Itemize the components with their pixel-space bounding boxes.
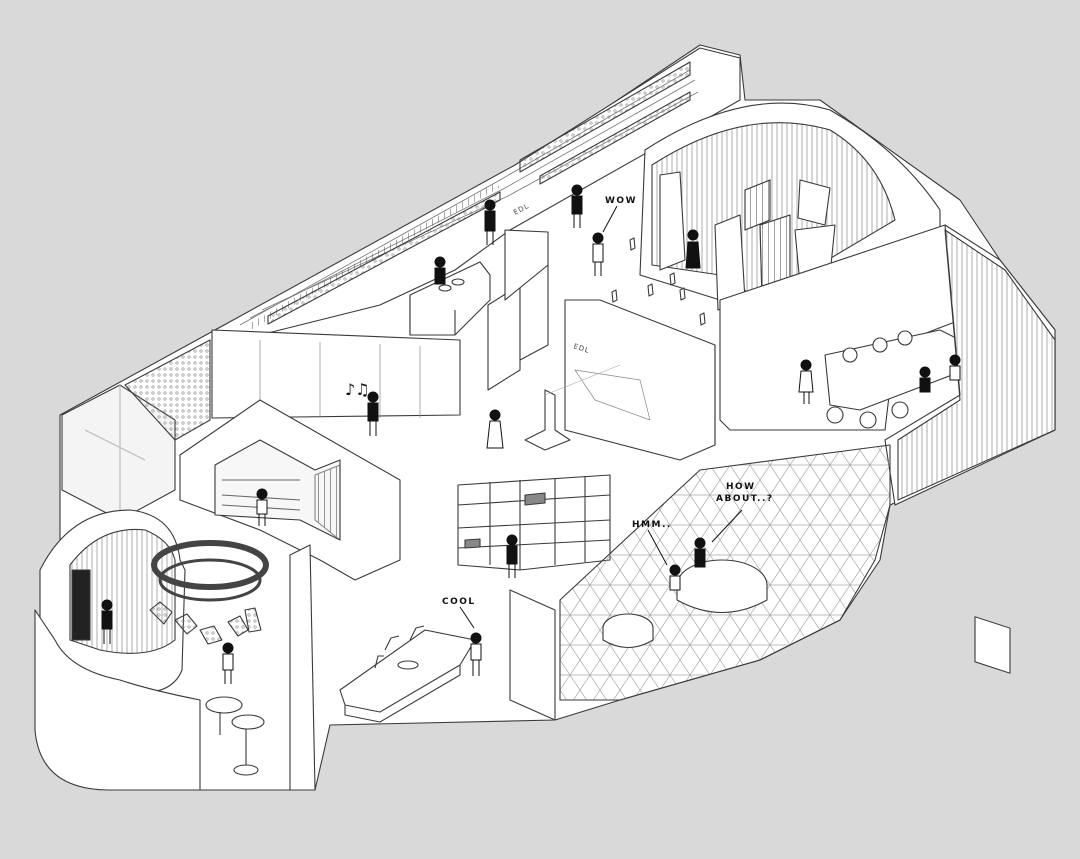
person-figure (367, 391, 379, 436)
stools (205, 696, 265, 776)
person-figure (506, 534, 518, 578)
music-notes: ♪♫ (345, 380, 370, 399)
lounge-area (559, 444, 891, 701)
back-shelving-wall (214, 47, 741, 336)
person-figure (798, 359, 814, 404)
pod-divider-wall (289, 544, 316, 791)
people (101, 184, 961, 684)
speech-wow: WOW (605, 196, 637, 206)
person-figure (101, 599, 113, 644)
person-figure (685, 229, 701, 269)
house-module (179, 399, 401, 581)
right-slat-wall (884, 224, 1056, 674)
person-figure (222, 642, 234, 684)
meeting-room (719, 224, 971, 431)
partition-panel (509, 589, 556, 721)
speech-cool: COOL (442, 597, 476, 607)
ring-sculpture (149, 540, 269, 645)
person-figure (256, 488, 268, 526)
curved-pod (34, 509, 201, 791)
speech-pointers (459, 205, 743, 629)
left-partition-wall (211, 329, 461, 419)
glass-room (524, 299, 716, 461)
shelf-unit (457, 474, 611, 571)
person-figure (470, 632, 482, 676)
person-figure (486, 409, 504, 449)
person-figure (949, 354, 961, 381)
kitchen-island (339, 625, 476, 723)
arched-gallery (611, 102, 941, 331)
person-figure (571, 184, 583, 228)
speech-how: HOW (726, 482, 756, 492)
person-figure (919, 366, 931, 393)
person-figure (694, 537, 706, 568)
speech-about: ABOUT..? (716, 494, 774, 504)
speech-hmm: HMM.. (632, 520, 672, 530)
person-figure (669, 564, 681, 591)
person-figure (592, 232, 604, 276)
person-figure (434, 256, 446, 285)
person-figure (484, 199, 496, 245)
